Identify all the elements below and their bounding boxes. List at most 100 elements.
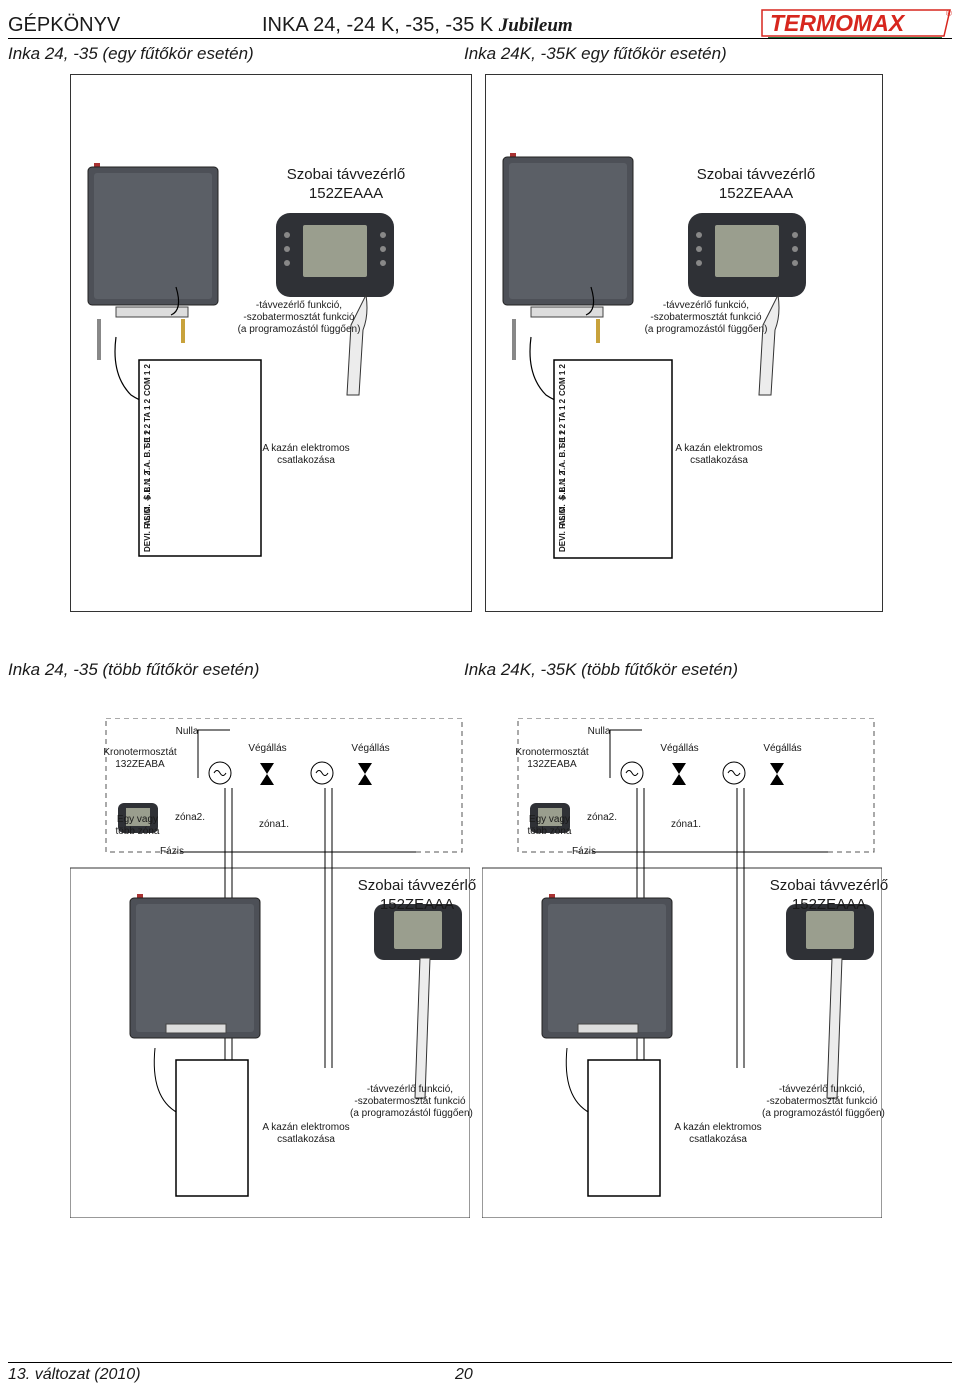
terminal-block [175, 1059, 249, 1197]
function-note-line3: (a programozástól függően) [644, 324, 768, 335]
zone-label-line1: Egy vagy [528, 814, 571, 825]
electrical-note-line2: csatlakozása [690, 455, 748, 466]
terminal-label: TA 1 2 [143, 398, 152, 422]
diagram-multi-right: Nulla Kronotermosztát 132ZEABA Végállás … [482, 718, 888, 1218]
model-suffix: Jubileum [498, 15, 573, 36]
terminal-block [138, 359, 262, 557]
function-note-line3: (a programozástól függően) [237, 324, 361, 335]
footer-rule [8, 1362, 952, 1363]
phase-label: Fázis [160, 846, 184, 857]
boiler-unit [541, 894, 673, 1039]
kron-label-line1: Kronotermosztát [103, 747, 177, 758]
zone-label: Egy vagy több zóna [527, 814, 572, 838]
function-note-line3: (a programozástól függően) [762, 1108, 885, 1119]
diagram-multi-left-drawing [70, 718, 470, 1218]
zone2-label: zóna2. [174, 812, 206, 823]
diagram-single-left-drawing [87, 163, 394, 557]
terminal-block [553, 359, 673, 559]
diagram-single-right: Szobai távvezérlő 152ZEAAA -távvezérlő f… [485, 74, 883, 612]
kron-label-line2: 132ZEABA [527, 759, 577, 770]
function-note: -távvezérlő funkció, -szobatermosztát fu… [234, 300, 364, 336]
remote-unit [276, 213, 394, 396]
header-rule [8, 38, 952, 39]
zone-label-line2: több zóna [527, 826, 572, 837]
function-note-line1: -távvezérlő funkció, [778, 1084, 866, 1095]
function-note: -távvezérlő funkció, -szobatermosztát fu… [762, 1084, 885, 1120]
function-note-line1: -távvezérlő funkció, [255, 300, 343, 311]
brand-mark: ® [946, 9, 952, 18]
electrical-note: A kazán elektromos csatlakozása [261, 443, 351, 467]
remote-label-line2: 152ZEAAA [379, 896, 455, 913]
zone2-label: zóna2. [586, 812, 618, 823]
remote-label-line2: 152ZEAAA [791, 896, 867, 913]
zone-label-line2: több zóna [115, 826, 160, 837]
electrical-note: A kazán elektromos csatlakozása [261, 1122, 351, 1146]
function-note-line3: (a programozástól függően) [350, 1108, 473, 1119]
termomax-logo: TERMOMAX ® [761, 9, 952, 39]
function-note-line2: -szobatermosztát funkció [766, 1096, 878, 1107]
remote-label-line1: Szobai távvezérlő [357, 877, 477, 894]
electrical-note-line1: A kazán elektromos [675, 443, 763, 454]
electrical-note-line2: csatlakozása [277, 1134, 335, 1145]
function-note-line1: -távvezérlő funkció, [662, 300, 750, 311]
electrical-note-line1: A kazán elektromos [674, 1122, 762, 1133]
boiler-unit [87, 163, 219, 360]
model-title: INKA 24, -24 K, -35, -35 K Jubileum [262, 14, 573, 37]
diagram-single-left: Szobai távvezérlő 152ZEAAA -távvezérlő f… [70, 74, 472, 612]
function-note-line1: -távvezérlő funkció, [366, 1084, 454, 1095]
remote-label: Szobai távvezérlő 152ZEAAA [681, 165, 831, 203]
limit-label-1: Végállás [248, 743, 287, 754]
function-note: -távvezérlő funkció, -szobatermosztát fu… [641, 300, 771, 336]
diagram-multi-left: Nulla Kronotermosztát 132ZEABA Végállás … [70, 718, 476, 1218]
kron-label-line1: Kronotermosztát [515, 747, 589, 758]
section-multi-right: Inka 24K, -35K (több fűtőkör esetén) [464, 660, 739, 679]
function-note: -távvezérlő funkció, -szobatermosztát fu… [350, 1084, 473, 1120]
null-label: Nulla [175, 726, 199, 737]
kron-label: Kronotermosztát 132ZEABA [512, 747, 592, 771]
electrical-note-line1: A kazán elektromos [262, 443, 350, 454]
electrical-note: A kazán elektromos csatlakozása [674, 443, 764, 467]
remote-label-line1: Szobai távvezérlő [286, 166, 406, 183]
kron-label: Kronotermosztát 132ZEABA [100, 747, 180, 771]
section-single-left: Inka 24, -35 (egy fűtőkör esetén) [8, 44, 254, 63]
zone-label-line1: Egy vagy [116, 814, 159, 825]
function-note-line2: -szobatermosztát funkció [243, 312, 355, 323]
electrical-note-line2: csatlakozása [689, 1134, 747, 1145]
terminal-label: SE 1 2 [558, 423, 567, 448]
remote-unit [374, 904, 462, 1099]
terminal-label: SE 1 2 [143, 423, 152, 448]
model-title-text: INKA 24, -24 K, -35, -35 K [262, 14, 494, 36]
diagram-single-right-drawing [502, 153, 806, 559]
phase-label: Fázis [572, 846, 596, 857]
remote-label: Szobai távvezérlő 152ZEAAA [768, 876, 890, 914]
section-multi-left: Inka 24, -35 (több fűtőkör esetén) [8, 660, 260, 679]
remote-unit [786, 904, 874, 1099]
remote-label-line1: Szobai távvezérlő [769, 877, 889, 894]
remote-label: Szobai távvezérlő 152ZEAAA [271, 165, 421, 203]
terminal-label: S.B. 1 2 [143, 471, 152, 500]
terminal-label: S.B. 1 2 [558, 471, 567, 500]
limit-label-2: Végállás [763, 743, 802, 754]
function-note-line2: -szobatermosztát funkció [354, 1096, 466, 1107]
zone-label: Egy vagy több zóna [115, 814, 160, 838]
footer-version: 13. változat (2010) [8, 1366, 141, 1383]
function-note-line2: -szobatermosztát funkció [650, 312, 762, 323]
limit-label-2: Végállás [351, 743, 390, 754]
section-single-right: Inka 24K, -35K egy fűtőkör esetén) [464, 44, 727, 63]
diagram-multi-right-drawing [482, 718, 882, 1218]
zone1-label: zóna1. [670, 819, 702, 830]
terminal-block [587, 1059, 661, 1197]
remote-label-line1: Szobai távvezérlő [696, 166, 816, 183]
electrical-note-line2: csatlakozása [277, 455, 335, 466]
null-label: Nulla [587, 726, 611, 737]
terminal-label: COM 1 2 [143, 363, 152, 396]
remote-label-line2: 152ZEAAA [718, 185, 794, 202]
doc-title: GÉPKÖNYV [8, 14, 121, 36]
boiler-unit [129, 894, 261, 1039]
kron-label-line2: 132ZEABA [115, 759, 165, 770]
electrical-note: A kazán elektromos csatlakozása [673, 1122, 763, 1146]
terminal-label: TA 1 2 [558, 398, 567, 422]
page-number: 20 [455, 1366, 473, 1383]
zone1-label: zóna1. [258, 819, 290, 830]
remote-unit [688, 213, 806, 396]
